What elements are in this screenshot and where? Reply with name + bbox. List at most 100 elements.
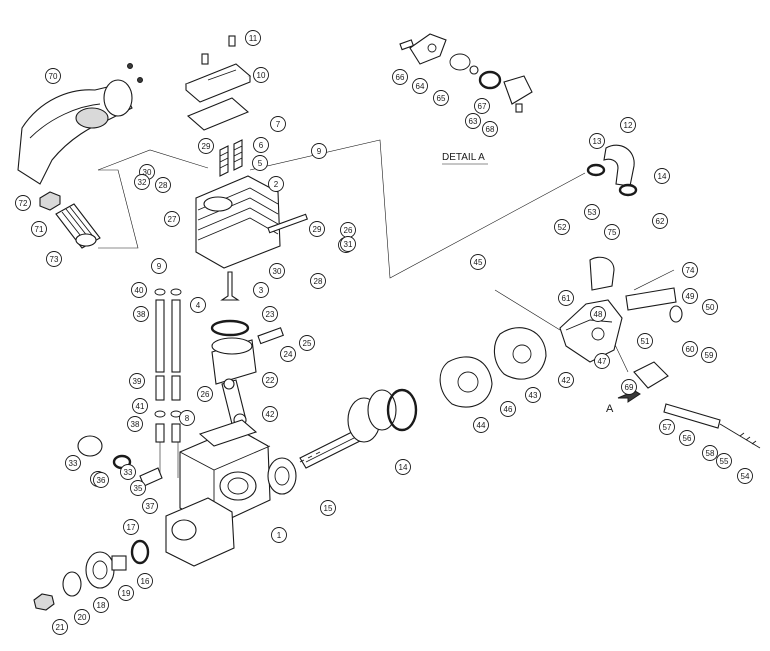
- callout-label: 42: [266, 410, 275, 419]
- callout-label: 29: [313, 225, 322, 234]
- callout-74: 74: [682, 262, 698, 278]
- callout-16: 16: [137, 573, 153, 589]
- callout-38: 38: [127, 416, 143, 432]
- callout-label: 33: [124, 468, 133, 477]
- callout-label: 56: [683, 434, 692, 443]
- callout-67: 67: [474, 98, 490, 114]
- callout-label: 48: [594, 310, 603, 319]
- callout-label: 12: [624, 121, 633, 130]
- front-hardware: [33, 435, 163, 611]
- callout-label: 46: [504, 405, 513, 414]
- callout-label: 72: [19, 199, 28, 208]
- callout-72: 72: [15, 195, 31, 211]
- callout-59: 59: [701, 347, 717, 363]
- callout-label: 60: [686, 345, 695, 354]
- callout-52: 52: [554, 219, 570, 235]
- callout-label: 18: [97, 601, 106, 610]
- callout-13: 13: [589, 133, 605, 149]
- callout-75: 75: [604, 224, 620, 240]
- callout-label: 55: [720, 457, 729, 466]
- callout-14: 14: [395, 459, 411, 475]
- callout-label: 64: [416, 82, 425, 91]
- callout-label: 6: [259, 141, 264, 150]
- callout-50: 50: [702, 299, 718, 315]
- callout-65: 65: [433, 90, 449, 106]
- callout-56: 56: [679, 430, 695, 446]
- callout-70: 70: [45, 68, 61, 84]
- callout-label: 59: [705, 351, 714, 360]
- piston-assembly: [210, 319, 284, 427]
- callout-44: 44: [473, 417, 489, 433]
- callout-label: 11: [249, 34, 258, 43]
- callout-60: 60: [682, 341, 698, 357]
- callout-3: 3: [253, 282, 269, 298]
- callout-label: 68: [486, 125, 495, 134]
- callout-39: 39: [129, 373, 145, 389]
- callout-33: 33: [65, 455, 81, 471]
- detail-a-label: DETAIL A: [442, 152, 485, 163]
- callout-38: 38: [133, 306, 149, 322]
- callout-12: 12: [620, 117, 636, 133]
- callout-49: 49: [682, 288, 698, 304]
- callout-label: 23: [266, 310, 275, 319]
- callout-53: 53: [584, 204, 600, 220]
- callout-label: 3: [259, 286, 264, 295]
- callout-30: 30: [269, 263, 285, 279]
- callout-label: 29: [202, 142, 211, 151]
- callout-label: 69: [625, 383, 634, 392]
- callout-9: 9: [311, 143, 327, 159]
- callout-69: 69: [621, 379, 637, 395]
- callout-55: 55: [716, 453, 732, 469]
- callout-4: 4: [190, 297, 206, 313]
- callout-label: 31: [344, 240, 353, 249]
- callout-label: 62: [656, 217, 665, 226]
- crankcase: [165, 419, 297, 567]
- callout-28: 28: [155, 177, 171, 193]
- callout-41: 41: [132, 398, 148, 414]
- callout-label: 36: [97, 476, 106, 485]
- callout-label: 45: [474, 258, 483, 267]
- callout-label: 9: [157, 262, 162, 271]
- callout-label: 25: [303, 339, 312, 348]
- view-arrow-label: A: [606, 403, 614, 415]
- head-cover-assembly: [184, 35, 252, 131]
- callout-label: 26: [344, 226, 353, 235]
- callout-label: 67: [478, 102, 487, 111]
- callout-20: 20: [74, 609, 90, 625]
- detail-a-parts: [399, 33, 533, 113]
- callout-8: 8: [179, 410, 195, 426]
- callout-label: 65: [437, 94, 446, 103]
- callout-label: 28: [314, 277, 323, 286]
- callout-22: 22: [262, 372, 278, 388]
- callout-label: 24: [284, 350, 293, 359]
- crankshaft: [299, 388, 418, 469]
- callout-label: 13: [593, 137, 602, 146]
- callout-label: 22: [266, 376, 275, 385]
- callout-label: 41: [136, 402, 145, 411]
- carburetor-assembly: [439, 144, 761, 449]
- callout-label: 8: [185, 414, 190, 423]
- callout-label: 37: [146, 502, 155, 511]
- callout-25: 25: [299, 335, 315, 351]
- callout-9: 9: [151, 258, 167, 274]
- callout-label: 20: [78, 613, 87, 622]
- callout-label: 54: [741, 472, 750, 481]
- callout-label: 39: [133, 377, 142, 386]
- callout-45: 45: [470, 254, 486, 270]
- callout-label: 2: [274, 180, 279, 189]
- callout-label: 1: [277, 531, 282, 540]
- callout-label: 30: [273, 267, 282, 276]
- callout-label: 53: [588, 208, 597, 217]
- callout-33: 33: [120, 464, 136, 480]
- callout-label: 4: [196, 301, 201, 310]
- callout-label: 57: [663, 423, 672, 432]
- callout-47: 47: [594, 353, 610, 369]
- callout-11: 11: [245, 30, 261, 46]
- callout-label: 43: [529, 391, 538, 400]
- callout-label: 71: [35, 225, 44, 234]
- callout-label: 33: [69, 459, 78, 468]
- callout-label: 16: [141, 577, 150, 586]
- callout-label: 9: [317, 147, 322, 156]
